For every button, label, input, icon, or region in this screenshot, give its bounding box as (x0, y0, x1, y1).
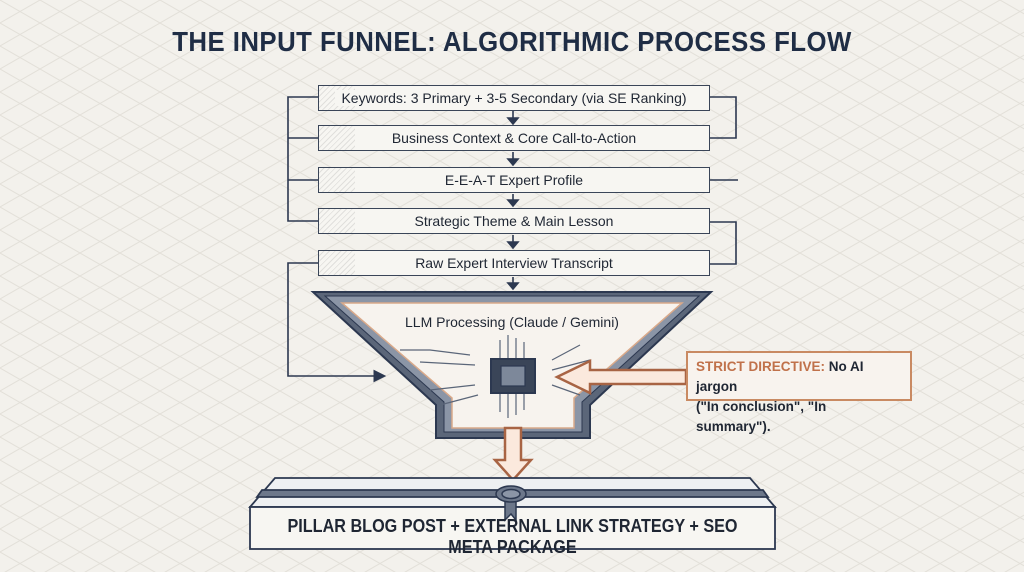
directive-label: STRICT DIRECTIVE: (696, 359, 826, 374)
award-seal-icon (495, 485, 527, 523)
feedback-connectors (287, 96, 738, 383)
step-label: Raw Expert Interview Transcript (409, 255, 619, 271)
output-arrow (492, 426, 534, 482)
step-eeat-profile: E-E-A-T Expert Profile (318, 167, 710, 193)
page-title: THE INPUT FUNNEL: ALGORITHMIC PROCESS FL… (172, 26, 852, 57)
directive-arrow (554, 359, 688, 395)
step-business-context: Business Context & Core Call-to-Action (318, 125, 710, 151)
step-label: Keywords: 3 Primary + 3-5 Secondary (via… (335, 90, 693, 106)
directive-text: No AI jargon (696, 359, 864, 394)
step-label: E-E-A-T Expert Profile (438, 172, 590, 188)
directive-examples: ("In conclusion", "In summary"). (696, 399, 827, 434)
strict-directive-box: STRICT DIRECTIVE: No AI jargon ("In conc… (686, 351, 912, 434)
step-keywords: Keywords: 3 Primary + 3-5 Secondary (via… (318, 85, 710, 111)
step-label: Strategic Theme & Main Lesson (408, 213, 620, 229)
step-label: Business Context & Core Call-to-Action (385, 130, 643, 146)
step-strategic-theme: Strategic Theme & Main Lesson (318, 208, 710, 234)
cpu-chip-icon (400, 335, 591, 418)
step-transcript: Raw Expert Interview Transcript (318, 250, 710, 276)
step-arrows (506, 111, 520, 291)
output-label: PILLAR BLOG POST + EXTERNAL LINK STRATEG… (287, 516, 738, 557)
funnel-label: LLM Processing (Claude / Gemini) (405, 314, 619, 330)
